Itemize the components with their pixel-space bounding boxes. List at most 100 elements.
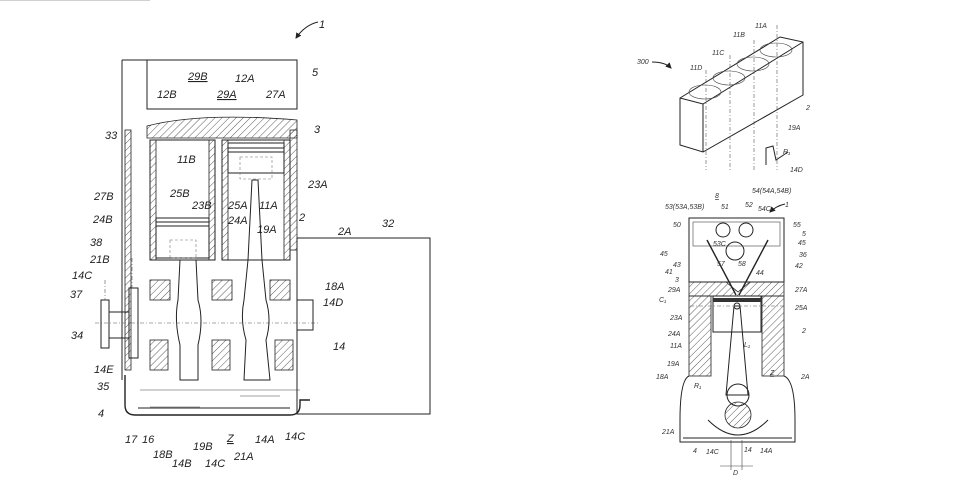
label-14c: 14C	[285, 431, 305, 443]
label-29a: 29A	[216, 89, 237, 101]
label-11a: 11A	[755, 23, 767, 30]
left-labels: 1 5 29B 12A 29A 12B 27A 3 33 11B 23A 27B…	[70, 19, 394, 470]
label-52: 52	[745, 202, 753, 209]
label-19a: 19A	[257, 224, 277, 236]
label-14a: 14A	[255, 434, 275, 446]
label-l1: L₁	[744, 342, 751, 349]
label-44: 44	[756, 270, 764, 277]
label-14: 14	[744, 447, 752, 454]
label-18a: 18A	[656, 374, 669, 381]
bottom-right-labels: 1 8 53(53A,53B) 54(54A,54B) 51 52 54C 50…	[656, 188, 810, 477]
label-37: 37	[70, 289, 83, 301]
label-27a: 27A	[265, 89, 286, 101]
label-53c: 53C	[713, 241, 727, 248]
cylinder-head	[146, 116, 298, 139]
housing-32	[296, 237, 431, 415]
label-54: 54(54A,54B)	[752, 188, 791, 195]
ref-1: 1	[319, 19, 325, 31]
label-32: 32	[382, 218, 394, 230]
label-r1: R₁	[783, 149, 791, 156]
label-c1: C₁	[659, 297, 667, 304]
label-19b: 19B	[193, 441, 213, 453]
label-27a: 27A	[794, 287, 808, 294]
label-d: D	[733, 470, 738, 477]
label-3: 3	[675, 277, 679, 284]
label-11b: 11B	[177, 154, 196, 166]
label-2: 2	[298, 212, 305, 224]
label-19a: 19A	[788, 125, 801, 132]
label-24b: 24B	[92, 214, 113, 226]
label-25a: 25A	[227, 200, 248, 212]
label-23a: 23A	[669, 315, 683, 322]
label-41: 41	[665, 269, 673, 276]
connecting-rod-a	[241, 179, 271, 381]
label-14e: 14E	[94, 364, 114, 376]
label-5: 5	[312, 67, 319, 79]
label-55: 55	[793, 222, 801, 229]
label-8: 8	[715, 193, 719, 200]
label-23b: 23B	[191, 200, 212, 212]
label-2: 2	[805, 105, 810, 112]
label-16: 16	[142, 434, 155, 446]
piston-b	[155, 217, 210, 259]
label-50: 50	[673, 222, 681, 229]
label-29a: 29A	[667, 287, 681, 294]
ref-300: 300	[637, 59, 649, 66]
label-21b: 21B	[89, 254, 110, 266]
label-11c: 11C	[712, 50, 725, 57]
pulley	[100, 299, 110, 349]
engine-cross-section-right	[679, 203, 796, 470]
label-53: 53(53A,53B)	[665, 204, 704, 211]
label-2a: 2A	[800, 374, 810, 381]
label-3: 3	[314, 124, 321, 136]
label-14d: 14D	[323, 297, 343, 309]
label-24a: 24A	[667, 331, 681, 338]
connecting-rod-b	[175, 259, 202, 381]
gear	[128, 287, 139, 359]
label-19a: 19A	[667, 361, 680, 368]
label-14d: 14D	[790, 167, 803, 174]
label-45: 45	[798, 240, 806, 247]
label-24a: 24A	[227, 215, 248, 227]
label-18a: 18A	[325, 281, 345, 293]
label-35: 35	[97, 381, 110, 393]
label-36: 36	[799, 252, 807, 259]
piston-a	[227, 142, 285, 174]
label-25a: 25A	[794, 305, 808, 312]
label-45: 45	[660, 251, 668, 258]
label-21a: 21A	[661, 429, 675, 436]
label-38: 38	[90, 237, 103, 249]
label-54c: 54C	[758, 206, 772, 213]
label-2: 2	[801, 328, 806, 335]
label-12b: 12B	[157, 89, 177, 101]
label-42: 42	[795, 263, 803, 270]
label-12a: 12A	[235, 73, 255, 85]
label-51: 51	[721, 204, 729, 211]
label-14c: 14C	[72, 270, 92, 282]
label-25b: 25B	[169, 188, 190, 200]
label-11a: 11A	[259, 200, 278, 212]
engine-cross-section-left	[0, 0, 431, 416]
head-cover	[146, 59, 298, 110]
label-z: Z	[226, 433, 235, 445]
label-27b: 27B	[93, 191, 114, 203]
label-z: Z	[769, 370, 775, 377]
label-34: 34	[71, 330, 83, 342]
top-right-labels: 300 11A 11B 11C 11D 2 19A R₁ 14D	[637, 23, 810, 174]
label-57: 57	[717, 261, 726, 268]
label-14: 14	[333, 341, 345, 353]
label-21a: 21A	[233, 451, 254, 463]
label-17: 17	[125, 434, 138, 446]
label-58: 58	[738, 261, 746, 268]
label-14c: 14C	[205, 458, 225, 470]
label-11a: 11A	[670, 343, 682, 350]
label-4: 4	[693, 448, 697, 455]
label-11b: 11B	[733, 32, 745, 39]
label-23a: 23A	[307, 179, 328, 191]
label-33: 33	[105, 130, 118, 142]
label-2a: 2A	[337, 226, 351, 238]
label-4: 4	[98, 408, 104, 420]
label-14b: 14B	[172, 458, 192, 470]
label-11d: 11D	[690, 65, 702, 72]
